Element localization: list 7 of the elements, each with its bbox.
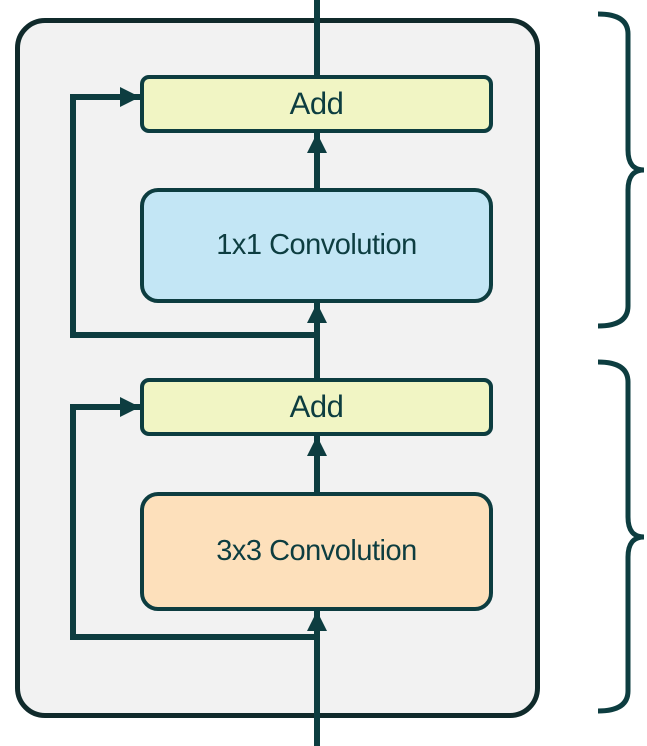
add-box: Add (140, 75, 493, 133)
convolution-box: 3x3 Convolution (140, 492, 493, 611)
arrow (307, 133, 327, 188)
convolution-box: 1x1 Convolution (140, 188, 493, 303)
arrow (307, 436, 327, 492)
block-container (15, 18, 540, 718)
add-box: Add (140, 378, 493, 436)
